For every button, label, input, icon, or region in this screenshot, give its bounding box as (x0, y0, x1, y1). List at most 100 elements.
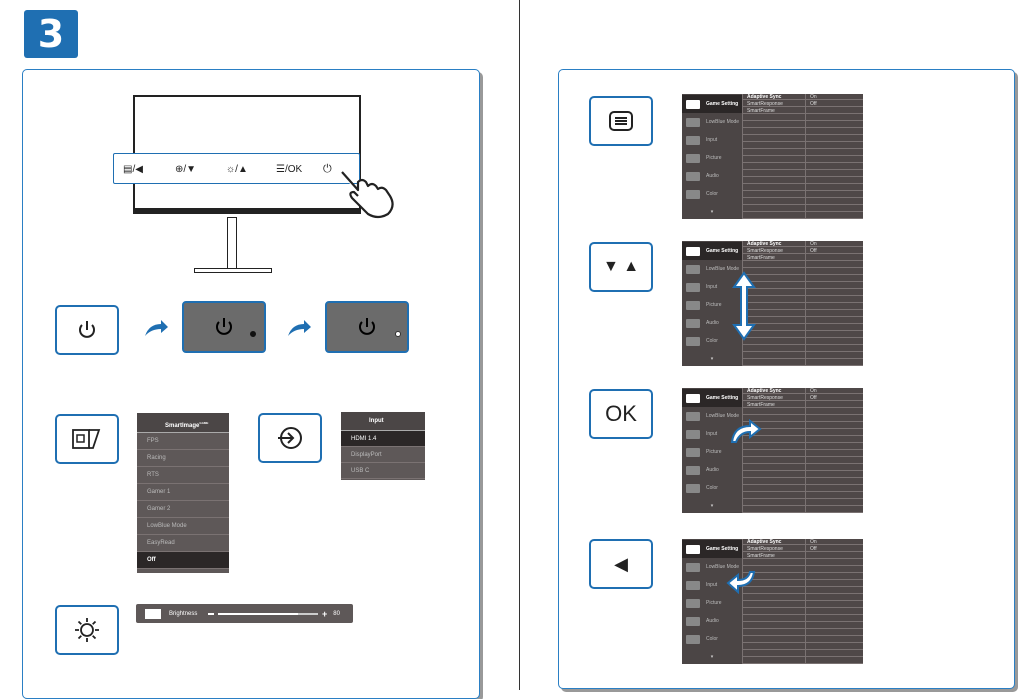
osd-category[interactable]: Picture (682, 296, 742, 314)
osd-sub-item[interactable]: SmartResponse (743, 546, 805, 552)
osd-sub-item[interactable] (743, 430, 805, 436)
smartimage-option-selected[interactable]: Off (137, 552, 229, 569)
smartimage-button[interactable] (55, 414, 119, 464)
osd-sub-item[interactable] (743, 185, 805, 191)
osd-sub-item[interactable] (743, 423, 805, 429)
osd-sub-item[interactable] (743, 262, 805, 268)
osd-sub-item[interactable] (743, 199, 805, 205)
osd-sub-item[interactable] (743, 206, 805, 212)
osd-sub-item[interactable]: Adaptive Sync (743, 94, 805, 100)
osd-sub-item[interactable] (743, 290, 805, 296)
osd-sub-item[interactable]: SmartResponse (743, 248, 805, 254)
osd-sub-item[interactable] (743, 346, 805, 352)
osd-sub-item[interactable] (743, 122, 805, 128)
smartimage-option[interactable]: LowBlue Mode (137, 518, 229, 535)
osd-sub-item[interactable] (743, 602, 805, 608)
osd-sub-item[interactable] (743, 651, 805, 657)
osd-sub-item[interactable] (743, 115, 805, 121)
osd-sub-item[interactable] (743, 616, 805, 622)
osd-sub-item[interactable] (743, 609, 805, 615)
monitor-power-button[interactable]: ⏻ (323, 163, 332, 175)
osd-sub-item[interactable] (743, 178, 805, 184)
osd-sub-item[interactable] (743, 192, 805, 198)
osd-sub-item[interactable] (743, 283, 805, 289)
input-button[interactable] (258, 413, 322, 463)
osd-category[interactable]: Color (682, 479, 742, 497)
smartimage-option[interactable]: Gamer 1 (137, 484, 229, 501)
osd-category[interactable]: Picture (682, 443, 742, 461)
osd-category[interactable]: Game Setting (682, 540, 742, 558)
smartimage-option[interactable]: FPS (137, 433, 229, 450)
osd-sub-item[interactable] (743, 129, 805, 135)
osd-category[interactable]: LowBlue Mode (682, 558, 742, 576)
osd-sub-item[interactable] (743, 500, 805, 506)
osd-sub-item[interactable] (743, 458, 805, 464)
input-option[interactable]: USB C (341, 463, 425, 479)
osd-sub-item[interactable] (743, 451, 805, 457)
menu-button[interactable] (589, 96, 653, 146)
osd-sub-item[interactable]: SmartFrame (743, 108, 805, 114)
osd-sub-item[interactable] (743, 630, 805, 636)
osd-sub-item[interactable] (743, 332, 805, 338)
brightness-slider[interactable] (218, 612, 318, 615)
osd-sub-item[interactable] (743, 472, 805, 478)
osd-sub-item[interactable]: SmartFrame (743, 255, 805, 261)
monitor-brightness-button[interactable]: ☼/▲ (226, 164, 248, 175)
monitor-menu-button[interactable]: ☰/OK (276, 164, 303, 175)
osd-category[interactable]: Audio (682, 314, 742, 332)
osd-sub-item[interactable] (743, 637, 805, 643)
osd-sub-item[interactable] (743, 150, 805, 156)
osd-sub-item[interactable] (743, 297, 805, 303)
osd-sub-item[interactable] (743, 444, 805, 450)
osd-category[interactable]: Color (682, 630, 742, 648)
osd-sub-item[interactable] (743, 437, 805, 443)
osd-sub-item[interactable] (743, 574, 805, 580)
osd-sub-item[interactable] (743, 360, 805, 366)
osd-category[interactable]: LowBlue Mode (682, 407, 742, 425)
osd-category[interactable]: Picture (682, 594, 742, 612)
osd-category[interactable]: LowBlue Mode (682, 260, 742, 278)
osd-sub-item[interactable] (743, 164, 805, 170)
osd-sub-item[interactable] (743, 409, 805, 415)
osd-sub-item[interactable] (743, 567, 805, 573)
osd-sub-item[interactable] (743, 269, 805, 275)
osd-sub-item[interactable] (743, 213, 805, 219)
osd-sub-item[interactable] (743, 644, 805, 650)
osd-sub-item[interactable] (743, 479, 805, 485)
osd-sub-item[interactable] (743, 416, 805, 422)
osd-sub-item[interactable] (743, 581, 805, 587)
ok-button[interactable]: OK (589, 389, 653, 439)
osd-sub-item[interactable] (743, 325, 805, 331)
osd-sub-item[interactable] (743, 339, 805, 345)
osd-category[interactable]: Input (682, 576, 742, 594)
back-button[interactable]: ◀ (589, 539, 653, 589)
osd-sub-item[interactable] (743, 353, 805, 359)
osd-sub-item[interactable] (743, 623, 805, 629)
osd-sub-item[interactable] (743, 507, 805, 513)
osd-sub-item[interactable] (743, 486, 805, 492)
osd-category[interactable]: Audio (682, 461, 742, 479)
osd-sub-item[interactable] (743, 658, 805, 664)
osd-category[interactable]: Input (682, 131, 742, 149)
osd-category[interactable]: Color (682, 185, 742, 203)
osd-sub-item[interactable]: SmartResponse (743, 395, 805, 401)
osd-sub-item[interactable]: Adaptive Sync (743, 388, 805, 394)
plus-icon[interactable]: + (322, 608, 328, 619)
osd-sub-item[interactable] (743, 136, 805, 142)
osd-category[interactable]: Input (682, 425, 742, 443)
osd-sub-item[interactable] (743, 493, 805, 499)
osd-category[interactable]: LowBlue Mode (682, 113, 742, 131)
power-button[interactable] (55, 305, 119, 355)
osd-sub-item[interactable] (743, 276, 805, 282)
osd-sub-item[interactable]: SmartFrame (743, 553, 805, 559)
osd-category[interactable]: Picture (682, 149, 742, 167)
osd-category[interactable]: Color (682, 332, 742, 350)
osd-category[interactable]: Input (682, 278, 742, 296)
minus-icon[interactable] (208, 612, 214, 615)
up-down-button[interactable]: ▼ ▲ (589, 242, 653, 292)
osd-sub-item[interactable]: SmartResponse (743, 101, 805, 107)
osd-sub-item[interactable] (743, 157, 805, 163)
osd-sub-item[interactable] (743, 171, 805, 177)
osd-category[interactable]: Audio (682, 612, 742, 630)
osd-sub-item[interactable] (743, 595, 805, 601)
